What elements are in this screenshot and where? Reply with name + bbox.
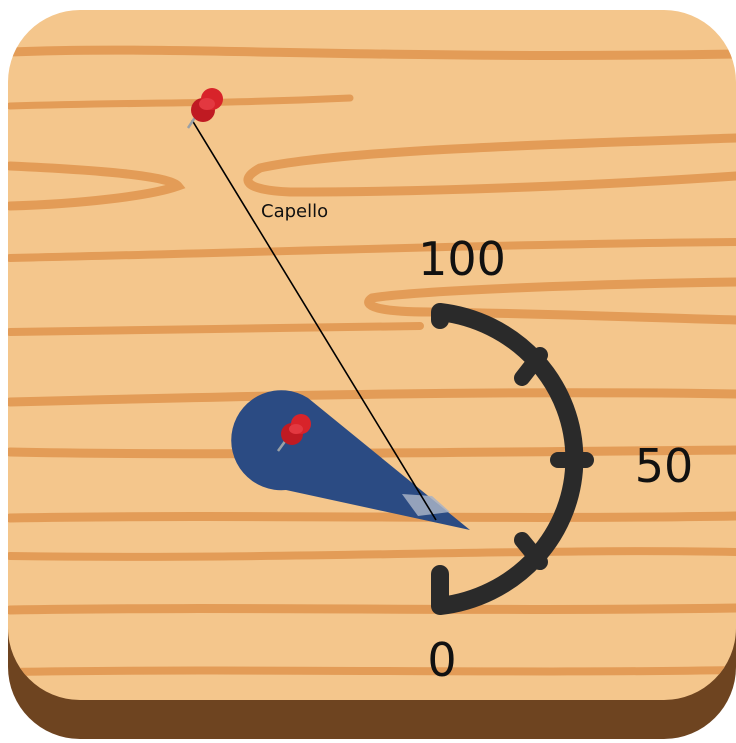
gauge-label-max: 100: [418, 232, 506, 286]
gauge-label-min: 0: [427, 633, 456, 687]
string-label: Capello: [261, 201, 328, 222]
gauge-label-mid: 50: [635, 439, 694, 493]
wood-board: [8, 10, 736, 700]
